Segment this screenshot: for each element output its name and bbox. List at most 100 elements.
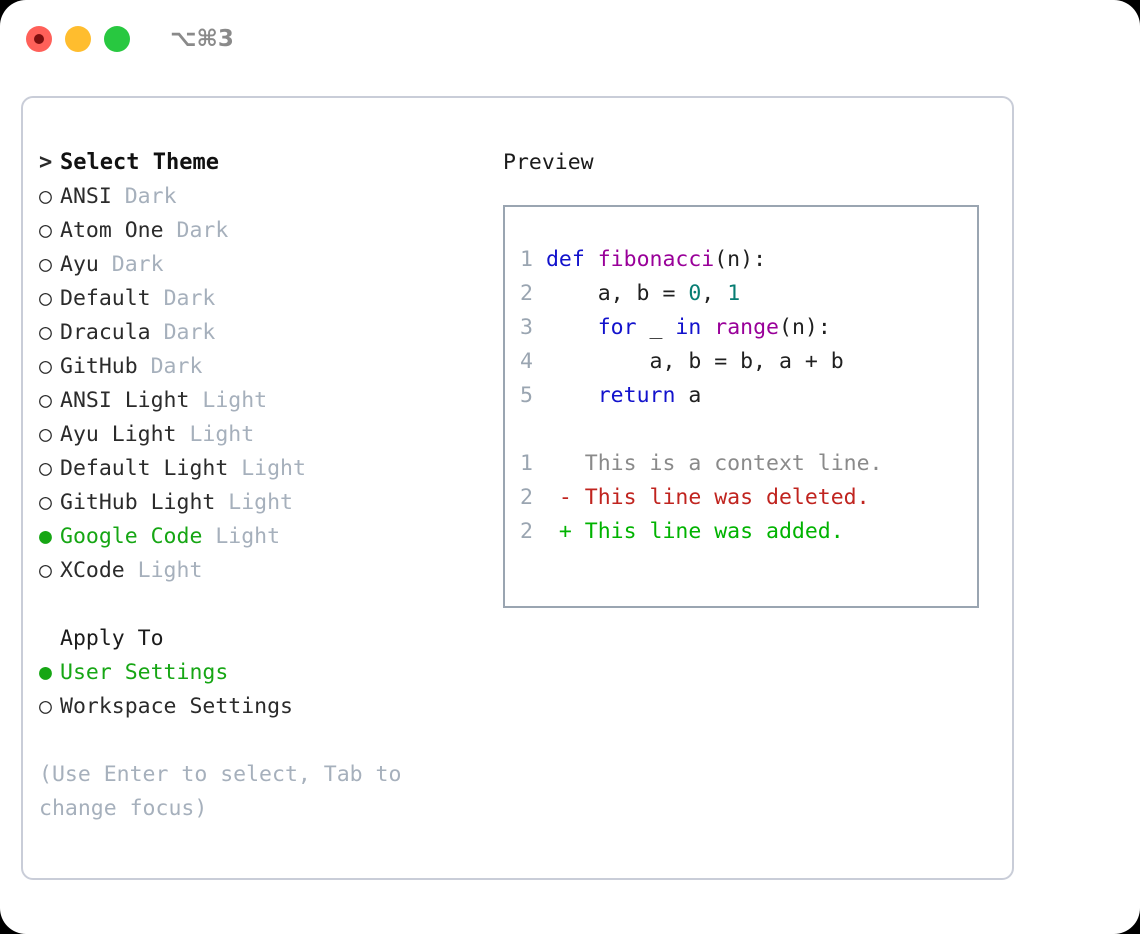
theme-name: Default xyxy=(60,286,164,311)
radio-empty-icon: ○ xyxy=(39,252,52,277)
apply-to-option[interactable]: ● User Settings xyxy=(39,656,479,690)
theme-list-item[interactable]: ○ Default Light Light xyxy=(39,452,479,486)
radio-empty-icon: ○ xyxy=(39,320,52,345)
code-token-kw: for xyxy=(597,315,637,340)
radio-empty-icon: ○ xyxy=(39,694,52,719)
theme-name: XCode xyxy=(60,558,138,583)
diff-line-number: 2 xyxy=(520,519,533,544)
radio-empty-icon: ○ xyxy=(39,456,52,481)
maximize-button-icon[interactable] xyxy=(104,26,130,52)
gutter-gap xyxy=(533,349,546,374)
line-number: 1 xyxy=(520,247,533,272)
theme-list-item[interactable]: ○GitHub Light Light xyxy=(39,486,479,520)
code-line: 2 a, b = 0, 1 xyxy=(520,277,971,311)
code-token-plain xyxy=(546,383,598,408)
radio-selected-icon: ● xyxy=(39,660,52,685)
line-number: 4 xyxy=(520,349,533,374)
titlebar: ⌥⌘3 xyxy=(0,0,1140,78)
theme-list-item[interactable]: ○ Dracula Dark xyxy=(39,316,479,350)
minimize-button-icon[interactable] xyxy=(65,26,91,52)
diff-line-number: 1 xyxy=(520,451,533,476)
radio-empty-icon: ○ xyxy=(39,286,52,311)
theme-variant-label: Light xyxy=(215,524,281,549)
apply-to-indent xyxy=(39,622,60,656)
theme-list-item[interactable]: ○Atom One Dark xyxy=(39,214,479,248)
diff-marker: + xyxy=(533,519,585,544)
theme-name: ANSI xyxy=(60,184,125,209)
diff-spacer xyxy=(520,413,971,447)
theme-list-item[interactable]: ○ ANSI Dark xyxy=(39,180,479,214)
theme-name: Default Light xyxy=(60,456,242,481)
theme-list-item[interactable]: ● Google Code Light xyxy=(39,520,479,554)
theme-name: GitHub xyxy=(60,354,151,379)
prompt-caret-icon: > xyxy=(39,150,53,175)
radio-empty-icon: ○ xyxy=(39,558,52,583)
theme-list-item[interactable]: ○ANSI Light Light xyxy=(39,384,479,418)
diff-text: This is a context line. xyxy=(584,451,883,476)
code-line: 1 def fibonacci(n): xyxy=(520,243,971,277)
diff-text: This line was deleted. xyxy=(584,485,870,510)
theme-list-item[interactable]: ○ Default Dark xyxy=(39,282,479,316)
keyboard-shortcut-label: ⌥⌘3 xyxy=(170,26,234,52)
apply-to-options: ● User Settings ○ Workspace Settings xyxy=(39,656,479,724)
apply-to-heading-row: Apply To xyxy=(39,622,479,656)
theme-name: Ayu xyxy=(60,252,112,277)
close-button-icon[interactable] xyxy=(26,26,52,52)
code-token-plain xyxy=(546,315,598,340)
code-line: 5 return a xyxy=(520,379,971,413)
apply-to-option-label: Workspace Settings xyxy=(60,694,293,719)
code-token-fn: range xyxy=(714,315,779,340)
theme-variant-label: Light xyxy=(137,558,203,583)
theme-variant-label: Light xyxy=(241,456,306,481)
main-panel: >Select Theme ○ANSI Dark○Atom One Dark○A… xyxy=(21,96,1014,880)
theme-variant-label: Dark xyxy=(163,286,216,311)
code-token-plain: (n): xyxy=(779,315,831,340)
code-token-plain: a, b = b, a + b xyxy=(545,349,844,374)
hint-spacer xyxy=(39,724,479,758)
apply-to-option[interactable]: ○ Workspace Settings xyxy=(39,690,479,724)
code-token-kw: in xyxy=(675,315,702,340)
diff-line: 2 - This line was deleted. xyxy=(520,481,971,515)
code-token-plain: _ xyxy=(636,315,676,340)
theme-variant-label: Light xyxy=(228,490,294,515)
theme-list-item[interactable]: ○ XCode Light xyxy=(39,554,479,588)
diff-marker: - xyxy=(533,485,585,510)
diff-marker xyxy=(533,451,585,476)
line-number: 2 xyxy=(520,281,533,306)
theme-name: Atom One xyxy=(60,218,177,243)
theme-picker-header: >Select Theme xyxy=(39,146,479,180)
code-line: 4 a, b = b, a + b xyxy=(520,345,971,379)
theme-name: Google Code xyxy=(60,524,216,549)
theme-list-item[interactable]: ○GitHub Dark xyxy=(39,350,479,384)
two-column-layout: >Select Theme ○ANSI Dark○Atom One Dark○A… xyxy=(23,98,1012,878)
window-controls xyxy=(26,26,130,52)
radio-empty-icon: ○ xyxy=(39,218,52,243)
radio-selected-icon: ● xyxy=(39,524,52,549)
code-token-plain: a xyxy=(675,383,702,408)
code-token-num: 0 xyxy=(688,281,702,306)
theme-list-item[interactable]: ○Ayu Light Light xyxy=(39,418,479,452)
gutter-gap xyxy=(533,247,546,272)
theme-variant-label: Dark xyxy=(124,184,177,209)
code-token-kw: return xyxy=(597,383,676,408)
list-spacer xyxy=(39,588,479,622)
hint-line-1: (Use Enter to select, Tab to xyxy=(39,762,402,787)
theme-name: Dracula xyxy=(60,320,164,345)
theme-name: Ayu Light xyxy=(60,422,190,447)
diff-line-number: 2 xyxy=(520,485,533,510)
radio-empty-icon: ○ xyxy=(39,490,52,515)
code-token-plain: a, b = xyxy=(545,281,689,306)
diff-line: 1 This is a context line. xyxy=(520,447,971,481)
code-token-fn: fibonacci xyxy=(597,247,715,272)
radio-empty-icon: ○ xyxy=(39,184,52,209)
theme-picker-column: >Select Theme ○ANSI Dark○Atom One Dark○A… xyxy=(39,146,479,826)
theme-list-item[interactable]: ○Ayu Dark xyxy=(39,248,479,282)
line-number: 5 xyxy=(520,383,533,408)
apply-to-option-label: User Settings xyxy=(60,660,229,685)
preview-column: Preview 1 def fibonacci(n):2 a, b = 0, 1… xyxy=(503,146,1003,608)
theme-variant-label: Dark xyxy=(163,320,216,345)
code-line: 3 for _ in range(n): xyxy=(520,311,971,345)
